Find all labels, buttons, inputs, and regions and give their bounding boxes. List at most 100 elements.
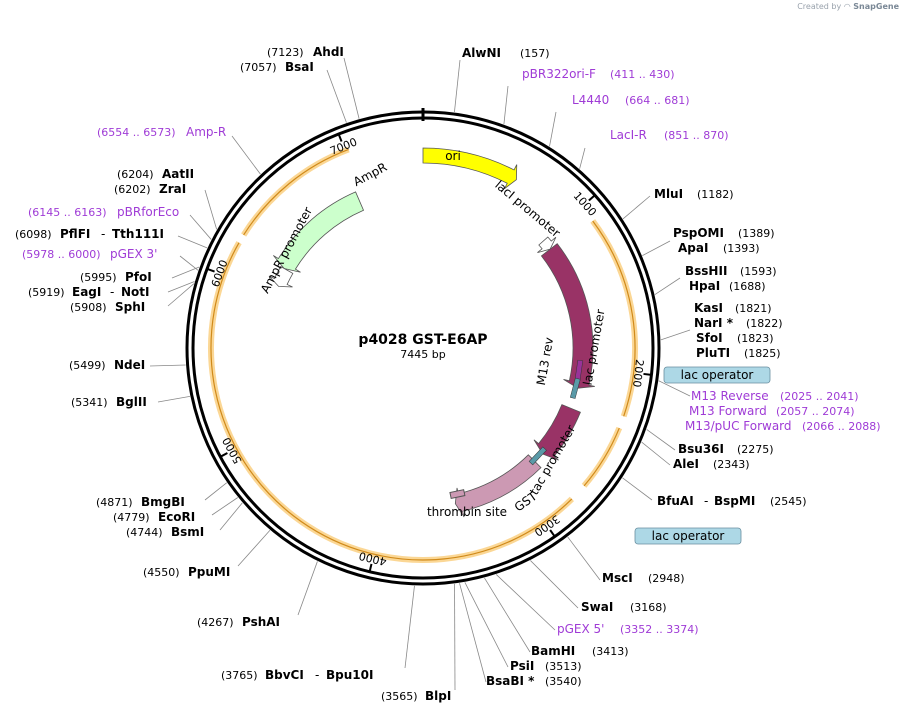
enzyme-position: (4550): [143, 566, 180, 579]
tick-mark: [207, 268, 215, 273]
leader-line: [189, 214, 212, 240]
leader-line: [179, 255, 199, 271]
enzyme-position: (3565): [381, 690, 418, 703]
enzyme-position: (1821): [735, 302, 772, 315]
primer-label: pGEX 3': [110, 247, 157, 261]
tick-mark: [220, 452, 228, 458]
enzyme-label: EcoRI: [158, 510, 195, 524]
enzyme-position: (7123): [267, 46, 304, 59]
tick-mark: [549, 529, 555, 537]
leader-line: [326, 69, 347, 123]
tick-label: 4000: [358, 549, 388, 568]
enzyme-position: (3513): [545, 660, 582, 673]
primer-label: pBR322ori-F: [522, 67, 596, 81]
enzyme-label: Bsu36I: [678, 442, 724, 456]
enzyme-label: BfuAI: [657, 494, 694, 508]
orf-arc-ampr-line: [243, 148, 349, 236]
tick-mark: [338, 134, 343, 142]
primer-labels: pBR322ori-F (411 .. 430) L4440 (664 .. 6…: [22, 67, 881, 636]
leader-line: [530, 560, 579, 609]
enzyme-label: BmgBI: [141, 495, 185, 509]
enzyme-position: (1593): [740, 265, 777, 278]
enzyme-position: (2343): [713, 458, 750, 471]
credit: Created by ◠ SnapGene: [797, 2, 899, 11]
orf-arc-laci-line: [592, 220, 636, 417]
enzyme-label: PshAI: [242, 615, 280, 629]
enzyme-label: PluTI: [696, 346, 730, 360]
enzyme-label: AleI: [673, 457, 699, 471]
primer-label: Amp-R: [186, 125, 226, 139]
primer-label: M13 Reverse: [691, 389, 769, 403]
ampr-promoter-arrow: [268, 265, 294, 288]
leader-line: [149, 364, 186, 367]
orf-arcs: [208, 146, 638, 563]
leader-line: [459, 583, 487, 683]
leader-line: [503, 85, 509, 125]
primer-label: M13/pUC Forward: [685, 419, 792, 433]
leader-line: [660, 329, 691, 341]
enzyme-position: (1822): [746, 317, 783, 330]
lacz-arrow: [533, 404, 581, 461]
leader-line: [454, 59, 461, 113]
leader-line: [642, 240, 671, 256]
enzyme-position: (4267): [197, 616, 234, 629]
enzyme-label: SwaI: [581, 600, 613, 614]
enzyme-label: SphI: [115, 300, 145, 314]
tick-label: 2000: [630, 359, 646, 388]
primer-range: (851 .. 870): [664, 129, 729, 142]
credit-brand: SnapGene: [853, 2, 899, 11]
enzyme-separator: -: [110, 285, 114, 299]
enzyme-label: EagI: [72, 285, 101, 299]
primer-range: (2057 .. 2074): [776, 405, 855, 418]
enzyme-separator: -: [315, 668, 319, 682]
primer-range: (6554 .. 6573): [97, 126, 176, 139]
enzyme-label: BlpI: [425, 689, 451, 703]
laci-promoter-arrow: [537, 236, 557, 253]
feature-label-m13-rev: M13 rev: [534, 336, 556, 386]
orf-arc-gst-line: [210, 242, 573, 561]
leader-line: [157, 396, 191, 403]
leader-line: [646, 429, 676, 451]
enzyme-position: (3540): [545, 675, 582, 688]
enzyme-position: (1688): [729, 280, 766, 293]
enzyme-label: NarI *: [694, 316, 734, 330]
lac-operator-label-2: lac operator: [652, 529, 725, 543]
enzyme-position: (4871): [96, 496, 133, 509]
thrombin-site-block: [449, 489, 466, 500]
primer-label: pGEX 5': [557, 622, 604, 636]
leader-line: [464, 582, 509, 668]
enzyme-label: PspOMI: [673, 226, 724, 240]
leader-line: [579, 147, 586, 169]
orf-arc-lacz-line: [583, 427, 620, 487]
tick-mark: [588, 195, 595, 202]
leader-line: [171, 266, 200, 279]
enzyme-position: (1393): [723, 242, 760, 255]
lac-operator-label-1: lac operator: [681, 368, 754, 382]
primer-label: pBRforEco: [117, 205, 179, 219]
leader-line: [167, 281, 195, 293]
feature-arrows: [268, 147, 595, 518]
enzyme-position: (3765): [221, 669, 258, 682]
ori-arrow: [422, 147, 518, 189]
enzyme-position: (2545): [770, 495, 807, 508]
enzyme-label: BspMI: [714, 494, 755, 508]
primer-range: (6145 .. 6163): [28, 206, 107, 219]
enzyme-label: Tth111I: [112, 227, 164, 241]
enzyme-label: NotI: [121, 285, 150, 299]
feature-label-ori: ori: [445, 149, 461, 163]
enzyme-label: PpuMI: [188, 565, 230, 579]
enzyme-label: AatII: [162, 167, 194, 181]
enzyme-position: (6202): [114, 183, 151, 196]
leader-line: [204, 482, 228, 501]
enzyme-position: (5499): [69, 359, 106, 372]
feature-label-laci: lacI: [591, 252, 610, 276]
lac-operator-mark-2: [528, 446, 547, 466]
feature-label-ampr: AmpR: [351, 160, 389, 189]
primer-range: (2025 .. 2041): [780, 390, 859, 403]
enzyme-label: AlwNI: [462, 46, 501, 60]
primer-range: (2066 .. 2088): [802, 420, 881, 433]
enzyme-position: (2275): [737, 443, 774, 456]
enzyme-label: HpaI: [689, 279, 720, 293]
feature-label-thrombin-site: thrombin site: [427, 505, 507, 519]
enzyme-position: (3168): [630, 601, 667, 614]
